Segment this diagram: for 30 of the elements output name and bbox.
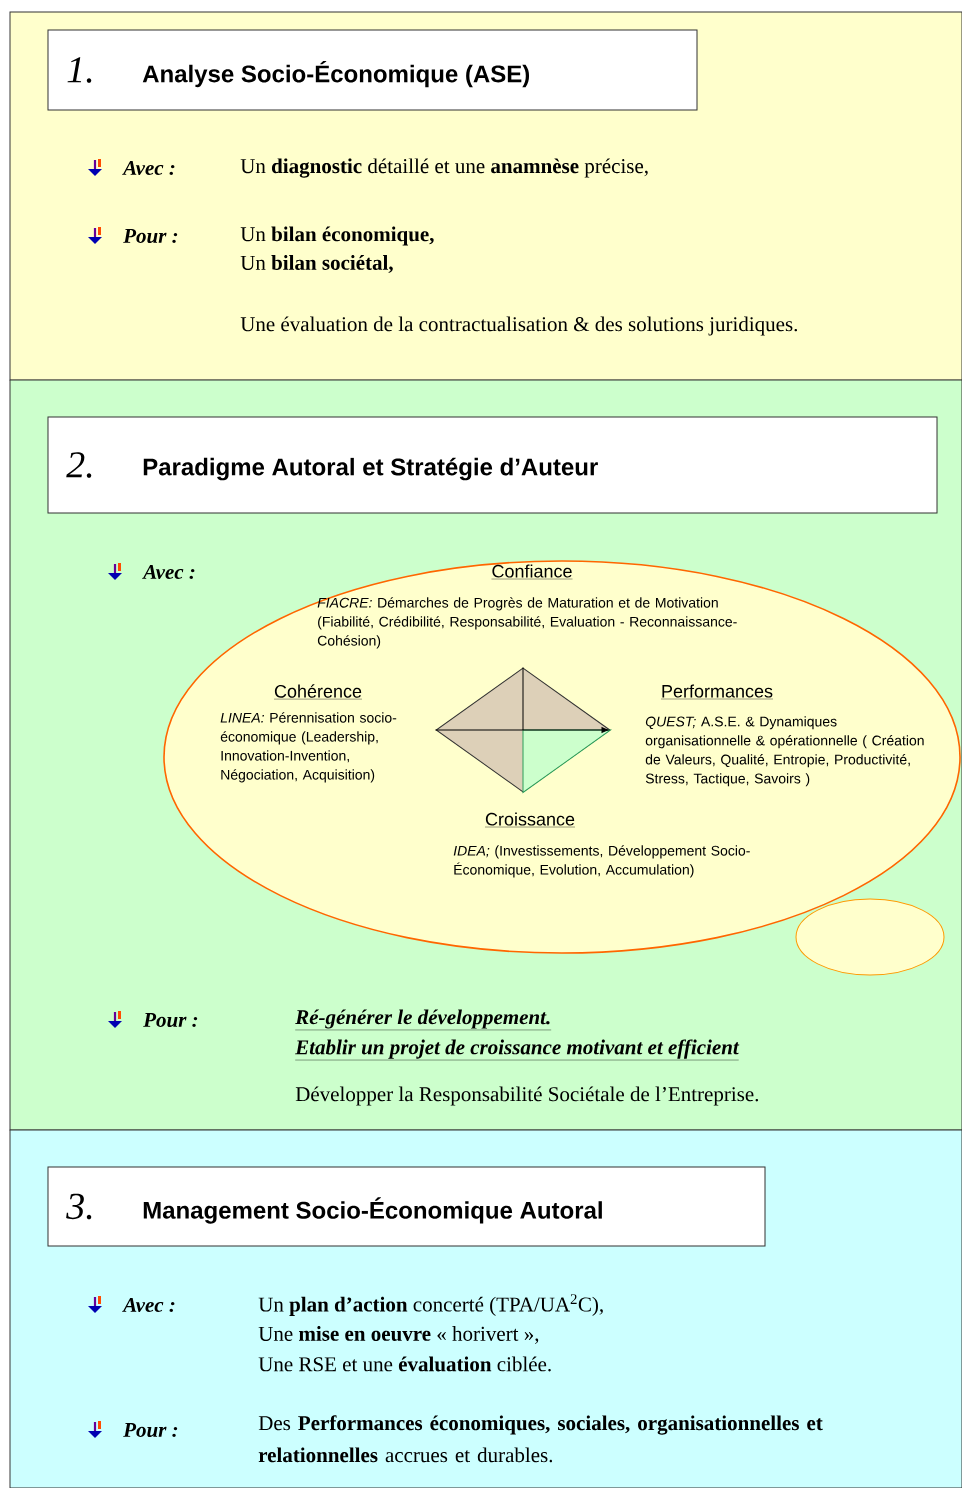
- item-label: Avec :: [142, 564, 195, 580]
- description: FIACRE: Démarches de Progrès de Maturation et de Motivation (Fiabilité, Crédibilité, Responsabilité, Evaluation - Reconnaissance-Cohésion): [317, 597, 737, 649]
- item-text: Un bilan sociétal,: [240, 255, 393, 273]
- heading: Cohérence: [273, 684, 363, 700]
- item-text: Une évaluation de la contractualisation & des solutions juridiques.: [240, 316, 797, 336]
- item-text: Un bilan économique,: [240, 226, 434, 246]
- goal-text: Ré-générer le développement.: [295, 1009, 552, 1031]
- diamond-drawing: [434, 667, 611, 793]
- title-box: 3. Management Socio-Économique Autoral: [47, 1166, 766, 1247]
- goal-text: Etablir un projet de croissance motivant et efficient: [295, 1039, 740, 1061]
- item-label: Pour :: [143, 1013, 198, 1028]
- item-text: Un plan d’action concerté (TPA/UA$^{2}$C),: [258, 1294, 603, 1316]
- item-text: Développer la Responsabilité Sociétale de l’Entreprise.: [295, 1086, 759, 1106]
- item-label: Avec :: [122, 160, 175, 176]
- description: QUEST; A.S.E. & Dynamiques organisationnelle & opérationnelle ( Création de Valeurs, Qualité, Entropie, Productivité, Stress, Tactique, Savoirs ): [645, 716, 924, 787]
- item-label: Avec :: [122, 1297, 175, 1313]
- description: IDEA; (Investissements, Développement Socio-Économique, Evolution, Accumulation): [453, 845, 750, 878]
- item-label: Pour :: [123, 1423, 178, 1438]
- title-box: 1. Analyse Socio-Économique (ASE): [47, 29, 698, 111]
- item-label: Pour :: [123, 229, 178, 244]
- heading: Performances: [660, 684, 774, 700]
- heading: Confiance: [491, 564, 573, 580]
- item-text: Une mise en oeuvre « horivert »,: [258, 1326, 539, 1344]
- heading: Croissance: [484, 812, 576, 828]
- title-box: 2. Paradigme Autoral et Stratégie d’Auteur: [47, 416, 938, 514]
- item-text: Un diagnostic détaillé et une anamnèse précise,: [240, 158, 648, 178]
- ellipse-shape: [795, 898, 945, 976]
- item-text: Une RSE et une évaluation ciblée.: [258, 1356, 551, 1372]
- description: LINEA: Pérennisation socio-économique (Leadership, Innovation-Invention, Négociation, Acquisition): [220, 712, 397, 783]
- item-text: Des Performances économiques, sociales, organisationnelles et relationnelles accrues et durables.: [258, 1415, 823, 1463]
